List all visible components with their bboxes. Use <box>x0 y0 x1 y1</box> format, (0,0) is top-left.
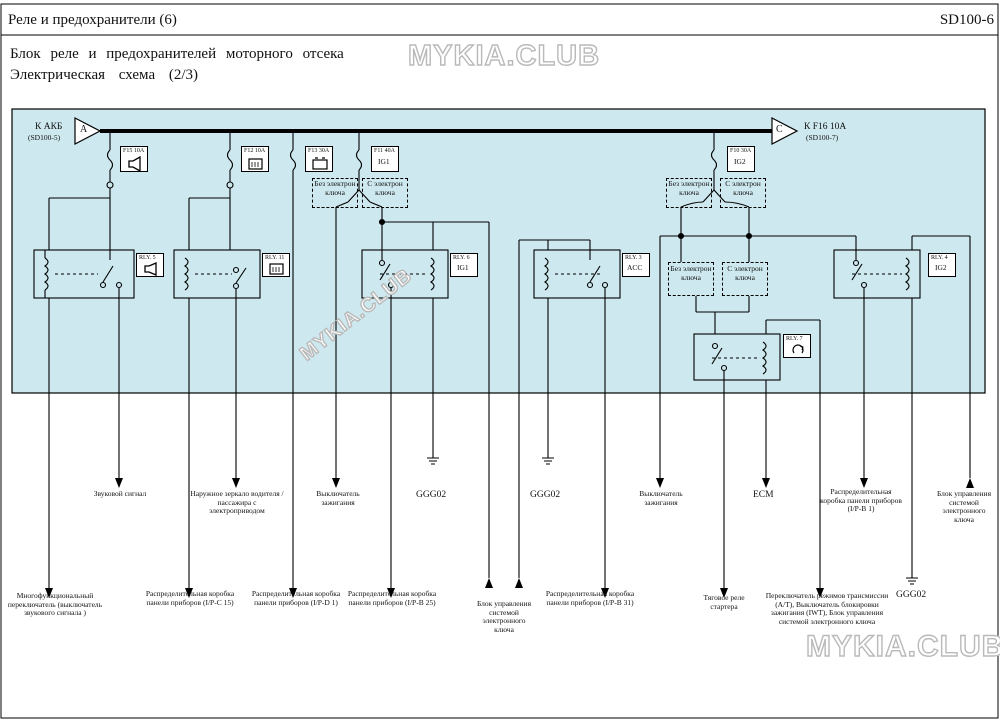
relay-7-tag: RLY. 7 <box>783 334 811 358</box>
label-mirror: Наружное зеркало водителя / пассажира с … <box>190 489 284 516</box>
fuse-f11-box: F11 40A IG1 <box>371 146 399 172</box>
fuse-f13-box: F13 30A <box>305 146 333 172</box>
connector-c-ref: (SD100-7) <box>806 133 839 142</box>
variant-no-smartkey-3: Без электрон ключа <box>668 262 714 296</box>
fuse-f15-box: F15 10A <box>120 146 148 172</box>
label-ign-switch-2: Выключатель зажигания <box>639 489 683 507</box>
fuse-f11 <box>335 131 383 478</box>
connector-a <box>74 117 102 145</box>
diagram-subheading: Электрическая схема (2/3) <box>10 67 199 83</box>
relay-3-tag: RLY. 3 ACC <box>622 253 650 277</box>
fuse-f12-box: F12 10A <box>241 146 269 172</box>
label-starter-relay: Тяговое реле стартера <box>703 593 745 611</box>
variant-no-smartkey-2: Без электрон ключа <box>666 178 712 208</box>
starter-icon <box>792 344 804 354</box>
label-smartkey-unit-right: Блок управления системой электронного кл… <box>936 489 992 524</box>
relay-6 <box>361 249 449 299</box>
fuse-f13 <box>289 131 297 588</box>
label-ggg02-1: GGG02 <box>416 490 447 500</box>
relay-6-tag: RLY. 6 IG1 <box>450 253 478 277</box>
connector-c-label: К F16 10A <box>804 122 847 132</box>
relay-4-tag: RLY. 4 IG2 <box>928 253 956 277</box>
relay-7 <box>693 333 781 381</box>
watermark-top: MYKIA.CLUB <box>407 39 601 72</box>
relay-11 <box>173 249 261 299</box>
page-code: SD100-6 <box>939 12 994 28</box>
label-ecm: ECM <box>753 490 774 500</box>
battery-icon <box>312 157 328 170</box>
fuse-f10-box: F10 30A IG2 <box>727 146 755 172</box>
label-horn: Звуковой сигнал <box>93 489 147 498</box>
fuse-f10 <box>680 131 750 236</box>
connector-c-letter: C <box>776 124 783 135</box>
mirror-heater-icon <box>269 263 284 275</box>
fuse-f12 <box>226 131 234 198</box>
ground-symbols <box>427 457 918 585</box>
relay-11-tag: RLY. 11 <box>262 253 290 277</box>
page-title: Реле и предохранители (6) <box>8 12 177 28</box>
connector-c <box>771 117 799 145</box>
relay-3 <box>533 249 621 299</box>
label-ggg02-3: GGG02 <box>896 590 927 600</box>
fuse-f15 <box>106 131 114 198</box>
relay-5-tag: RLY. 5 <box>136 253 164 277</box>
variant-with-smartkey-2: С электрон ключа <box>720 178 766 208</box>
relay-box-panel <box>11 108 986 394</box>
label-jb-ipb-1: Распределительная коробка панели приборо… <box>820 487 902 514</box>
variant-with-smartkey-3: С электрон ключа <box>722 262 768 296</box>
connector-a-label: К АКБ <box>35 122 63 132</box>
label-jb-ipb-25: Распределительная коробка панели приборо… <box>347 589 437 607</box>
arrowheads <box>45 478 974 598</box>
variant-with-smartkey-1: С электрон ключа <box>362 178 408 208</box>
label-multifunction-switch: Многофункциональный переключатель (выклю… <box>7 591 103 618</box>
label-ign-switch-1: Выключатель зажигания <box>316 489 360 507</box>
horn-icon <box>128 156 141 172</box>
label-smartkey-unit-mid: Блок управления системой электронного кл… <box>476 599 532 634</box>
label-jb-ipd-1: Распределительная коробка панели приборо… <box>251 589 341 607</box>
connector-a-ref: (SD100-5) <box>28 133 61 142</box>
variant-no-smartkey-1: Без электрон ключа <box>312 178 358 208</box>
label-jb-ipc-15: Распределительная коробка панели приборо… <box>145 589 235 607</box>
relay-4 <box>833 249 921 299</box>
diagram-heading: Блок реле и предохранителей моторного от… <box>10 46 344 62</box>
label-ggg02-2: GGG02 <box>530 490 561 500</box>
label-trans-switch: Переключатель режимов трансмиссии (A/T),… <box>765 591 889 626</box>
watermark-bottom: MYKIA.CLUB <box>805 629 1000 663</box>
relay-5 <box>33 198 135 299</box>
page-frame <box>0 3 999 719</box>
horn-icon <box>144 262 157 276</box>
mirror-heater-icon <box>248 158 263 170</box>
label-jb-ipb-31: Распределительная коробка панели приборо… <box>545 589 635 607</box>
connector-a-letter: A <box>80 124 88 135</box>
